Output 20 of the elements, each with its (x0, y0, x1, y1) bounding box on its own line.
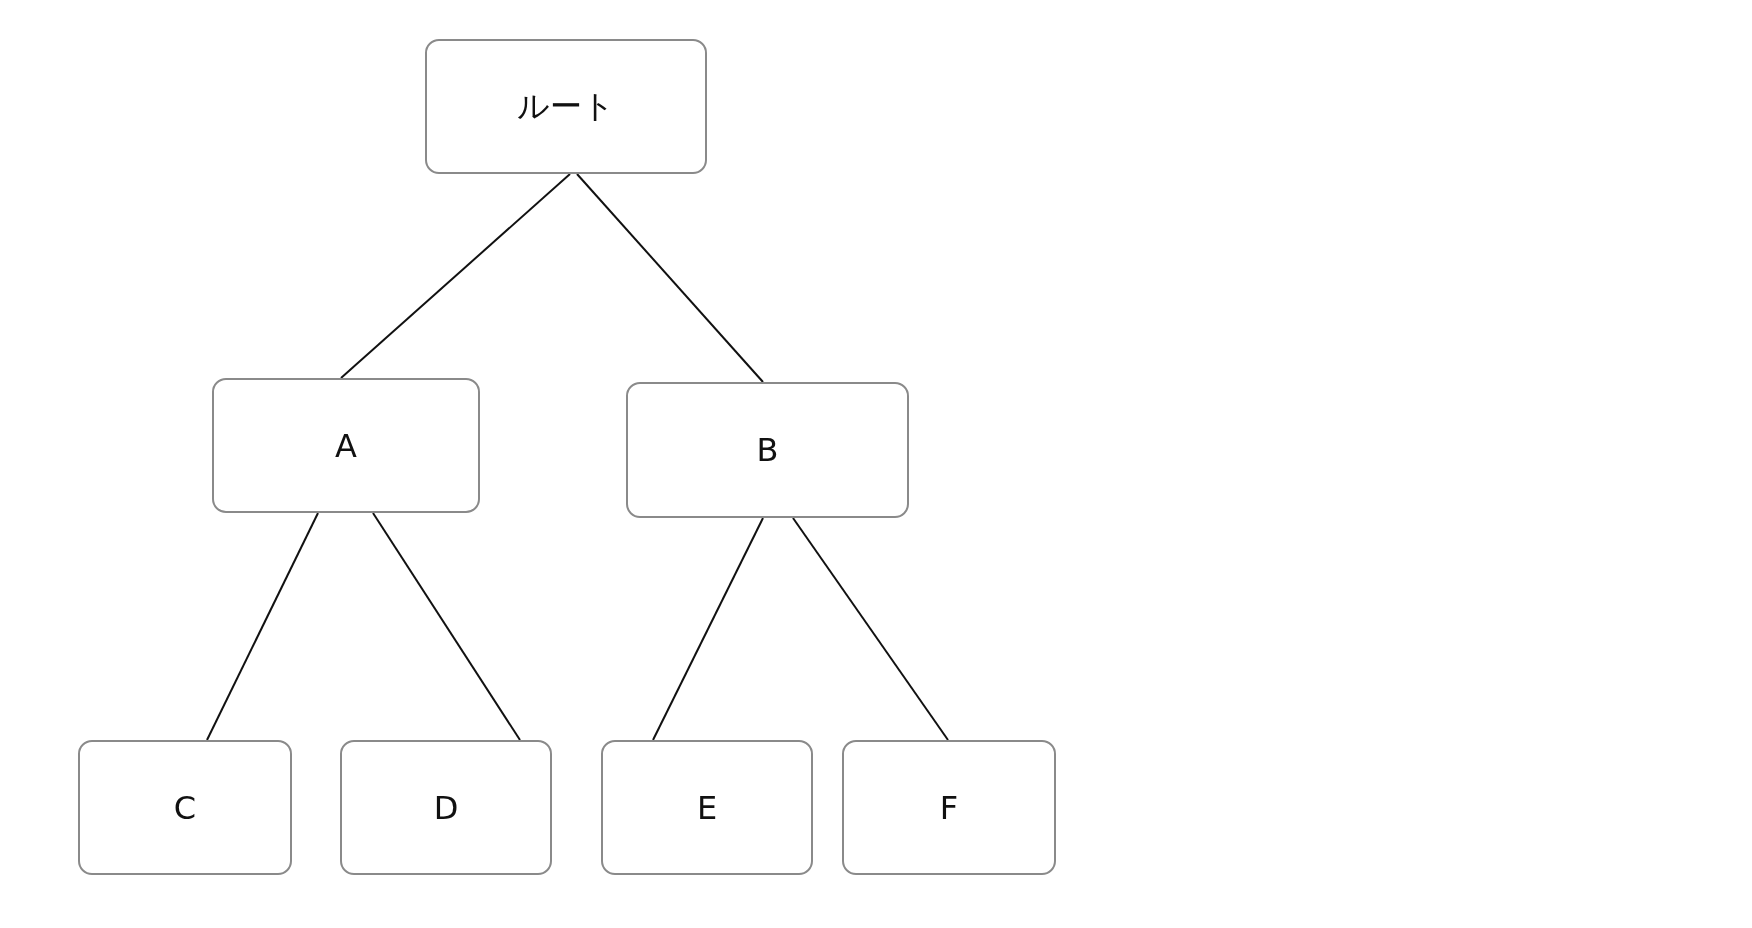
connector-line (792, 517, 949, 741)
tree-node-box (601, 740, 813, 875)
connector-line (206, 512, 319, 741)
node-label: D (433, 788, 459, 827)
connector-line (576, 173, 764, 383)
tree-node-box (212, 378, 480, 513)
tree-node-box (626, 382, 909, 518)
tree-node-box (340, 740, 552, 875)
node-label: A (335, 426, 357, 465)
connector-line (652, 517, 764, 741)
connector-line (340, 173, 571, 379)
tree-node-box (425, 39, 707, 174)
node-label: ルート (517, 85, 615, 127)
tree-node-box (842, 740, 1056, 875)
node-label: F (939, 788, 959, 827)
node-label: E (696, 788, 718, 827)
node-label: C (173, 788, 197, 827)
connector-line (372, 512, 521, 741)
tree-node-box (78, 740, 292, 875)
node-label: B (756, 431, 779, 469)
